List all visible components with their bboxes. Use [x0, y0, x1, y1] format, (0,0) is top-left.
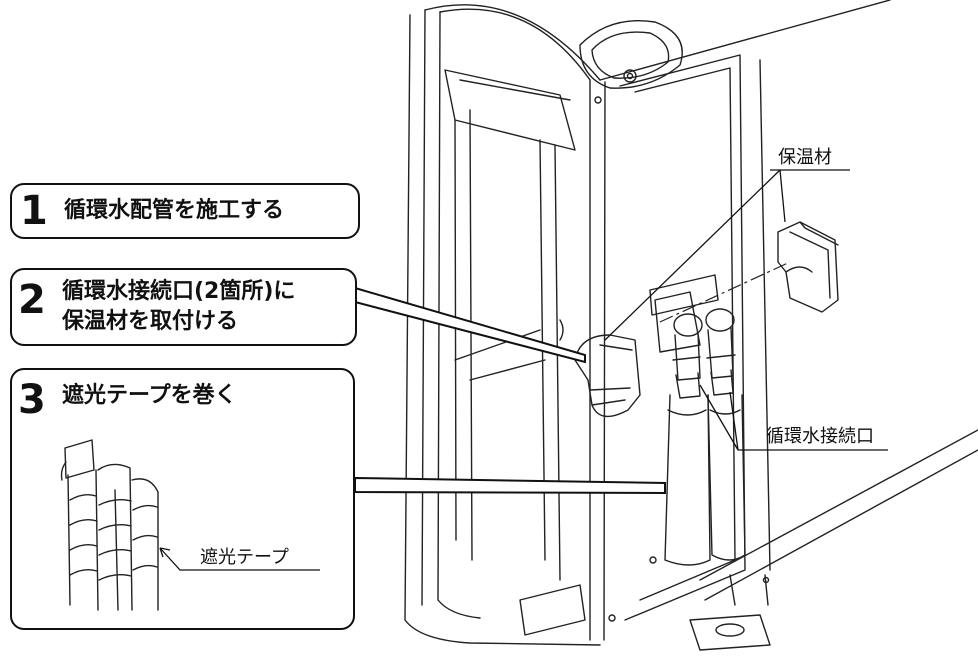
- leader-ports-b: [729, 391, 739, 451]
- pointer-step3: [354, 476, 666, 495]
- base-rail: [689, 429, 978, 651]
- top-cap: [579, 19, 683, 89]
- shading-tape-label: 遮光テープ: [200, 547, 289, 568]
- step1-text: 循環水配管を施工する: [64, 198, 285, 223]
- step3-text: 遮光テープを巻く: [62, 383, 237, 408]
- step2-text-line1: 循環水接続口(2箇所)に: [62, 279, 296, 304]
- water-ports-label: 循環水接続口: [766, 426, 874, 447]
- leader-insulation-a: [604, 169, 781, 341]
- insulated-pipes: [664, 394, 746, 566]
- tape-wrapped-pipes: [60, 439, 159, 611]
- leader-tape: [159, 547, 320, 571]
- unit-cabinet: [404, 0, 891, 646]
- step2-callout: 2 循環水接続口(2箇所)に 保温材を取付ける: [10, 268, 357, 346]
- step1-number: 1: [20, 188, 48, 234]
- insulation-elbow: [574, 334, 641, 418]
- step3-number: 3: [18, 377, 46, 423]
- step1-callout: 1 循環水配管を施工する: [10, 183, 360, 239]
- leader-ports-a: [699, 384, 739, 451]
- connection-fittings: [649, 274, 736, 399]
- assembly-guide-line: [659, 261, 791, 323]
- step2-number: 2: [18, 277, 46, 323]
- insulation-piece: [777, 221, 839, 313]
- insulation-label: 保温材: [778, 147, 832, 168]
- leader-insulation-b: [779, 169, 786, 223]
- step2-text-line2: 保温材を取付ける: [62, 309, 239, 334]
- pointer-step2: [354, 286, 586, 364]
- step3-callout: 3 遮光テープを巻く: [10, 368, 355, 630]
